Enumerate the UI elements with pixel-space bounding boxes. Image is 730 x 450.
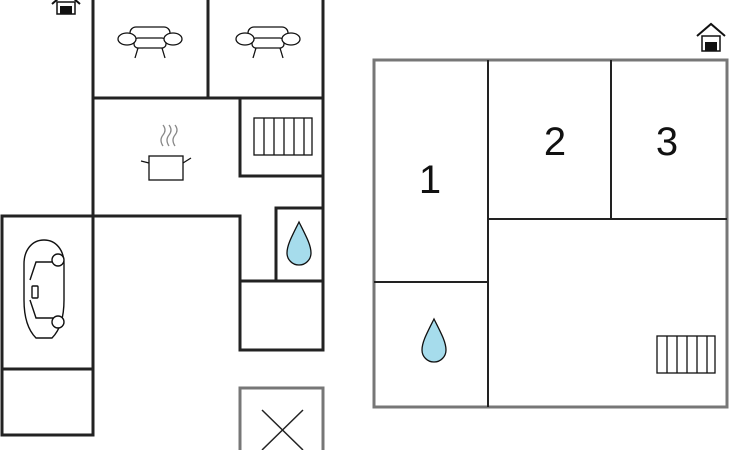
detached-box	[238, 386, 325, 450]
sofa-icon	[235, 26, 301, 59]
house-entrance-icon	[696, 22, 726, 52]
car-icon	[23, 239, 65, 339]
sofa-icon	[117, 26, 183, 59]
detached-box-outline	[238, 386, 325, 450]
wall-segment	[274, 206, 323, 281]
wall-segment	[238, 98, 323, 178]
garage-wall	[0, 214, 95, 437]
right-outer-wall	[372, 58, 729, 409]
water-drop-icon	[421, 317, 447, 363]
radiator-icon	[253, 117, 313, 156]
room-2-label: 2	[544, 120, 566, 164]
house-entrance-icon	[51, 0, 81, 15]
room-1-label: 1	[419, 158, 441, 202]
right-unit-walls	[372, 58, 729, 409]
left-unit-walls	[0, 0, 325, 437]
cross-mark-icon	[261, 409, 304, 450]
room-3-label: 3	[656, 120, 678, 164]
left-outer-wall	[91, 0, 325, 352]
water-drop-icon	[286, 220, 312, 266]
radiator-icon	[656, 335, 716, 374]
cooking-pot-icon	[140, 124, 192, 181]
